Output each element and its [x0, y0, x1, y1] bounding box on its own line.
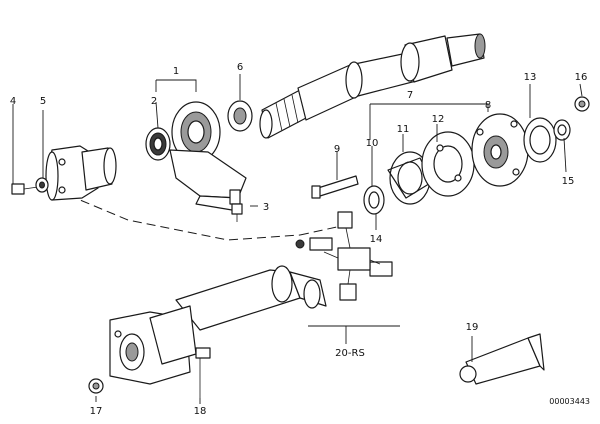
callout-4: 4 [10, 96, 16, 107]
callout-19: 19 [466, 322, 479, 333]
callout-9: 9 [334, 144, 340, 155]
callout-17: 17 [90, 406, 103, 417]
grease-tube [459, 333, 545, 385]
collar-nut [574, 96, 590, 112]
callout-8: 8 [485, 100, 491, 111]
callout-2: 2 [151, 96, 157, 107]
universal-joint [295, 211, 393, 301]
callout-5: 5 [40, 96, 46, 107]
callout-12: 12 [432, 114, 445, 125]
callout-3: 3 [263, 202, 269, 213]
callout-18: 18 [194, 406, 207, 417]
dust-cap-ring [523, 117, 557, 163]
callout-14: 14 [370, 234, 383, 245]
callout-13: 13 [524, 72, 537, 83]
diagram-reference-number: 00003443 [549, 397, 590, 406]
washer-small-left [35, 177, 49, 193]
flex-disc [421, 131, 475, 197]
clamp-sleeve [363, 185, 385, 215]
assembly-path-line [67, 194, 301, 241]
center-bearing [169, 101, 247, 211]
callout-15: 15 [562, 176, 575, 187]
bearing-ring [145, 127, 171, 161]
seal-ring [553, 119, 571, 141]
callout-7: 7 [407, 90, 413, 101]
centering-sleeve [387, 151, 433, 205]
callout-16: 16 [575, 72, 588, 83]
callout-20-rs: 20-RS [335, 348, 365, 359]
screw-left [11, 183, 39, 195]
washer [227, 100, 253, 132]
assembly-path-line-right [299, 224, 347, 236]
callout-10: 10 [366, 138, 379, 149]
hex-bolt [231, 203, 243, 222]
callout-11: 11 [397, 124, 410, 135]
callout-1: 1 [173, 66, 179, 77]
upper-drive-shaft [259, 33, 486, 139]
nut-lower [88, 378, 104, 394]
callout-6: 6 [237, 62, 243, 73]
lower-drive-shaft [109, 265, 327, 385]
bolt-lower [195, 347, 211, 398]
flange-yoke-left [45, 145, 117, 201]
guibo-coupling [471, 113, 529, 187]
bolt-9 [311, 175, 359, 199]
